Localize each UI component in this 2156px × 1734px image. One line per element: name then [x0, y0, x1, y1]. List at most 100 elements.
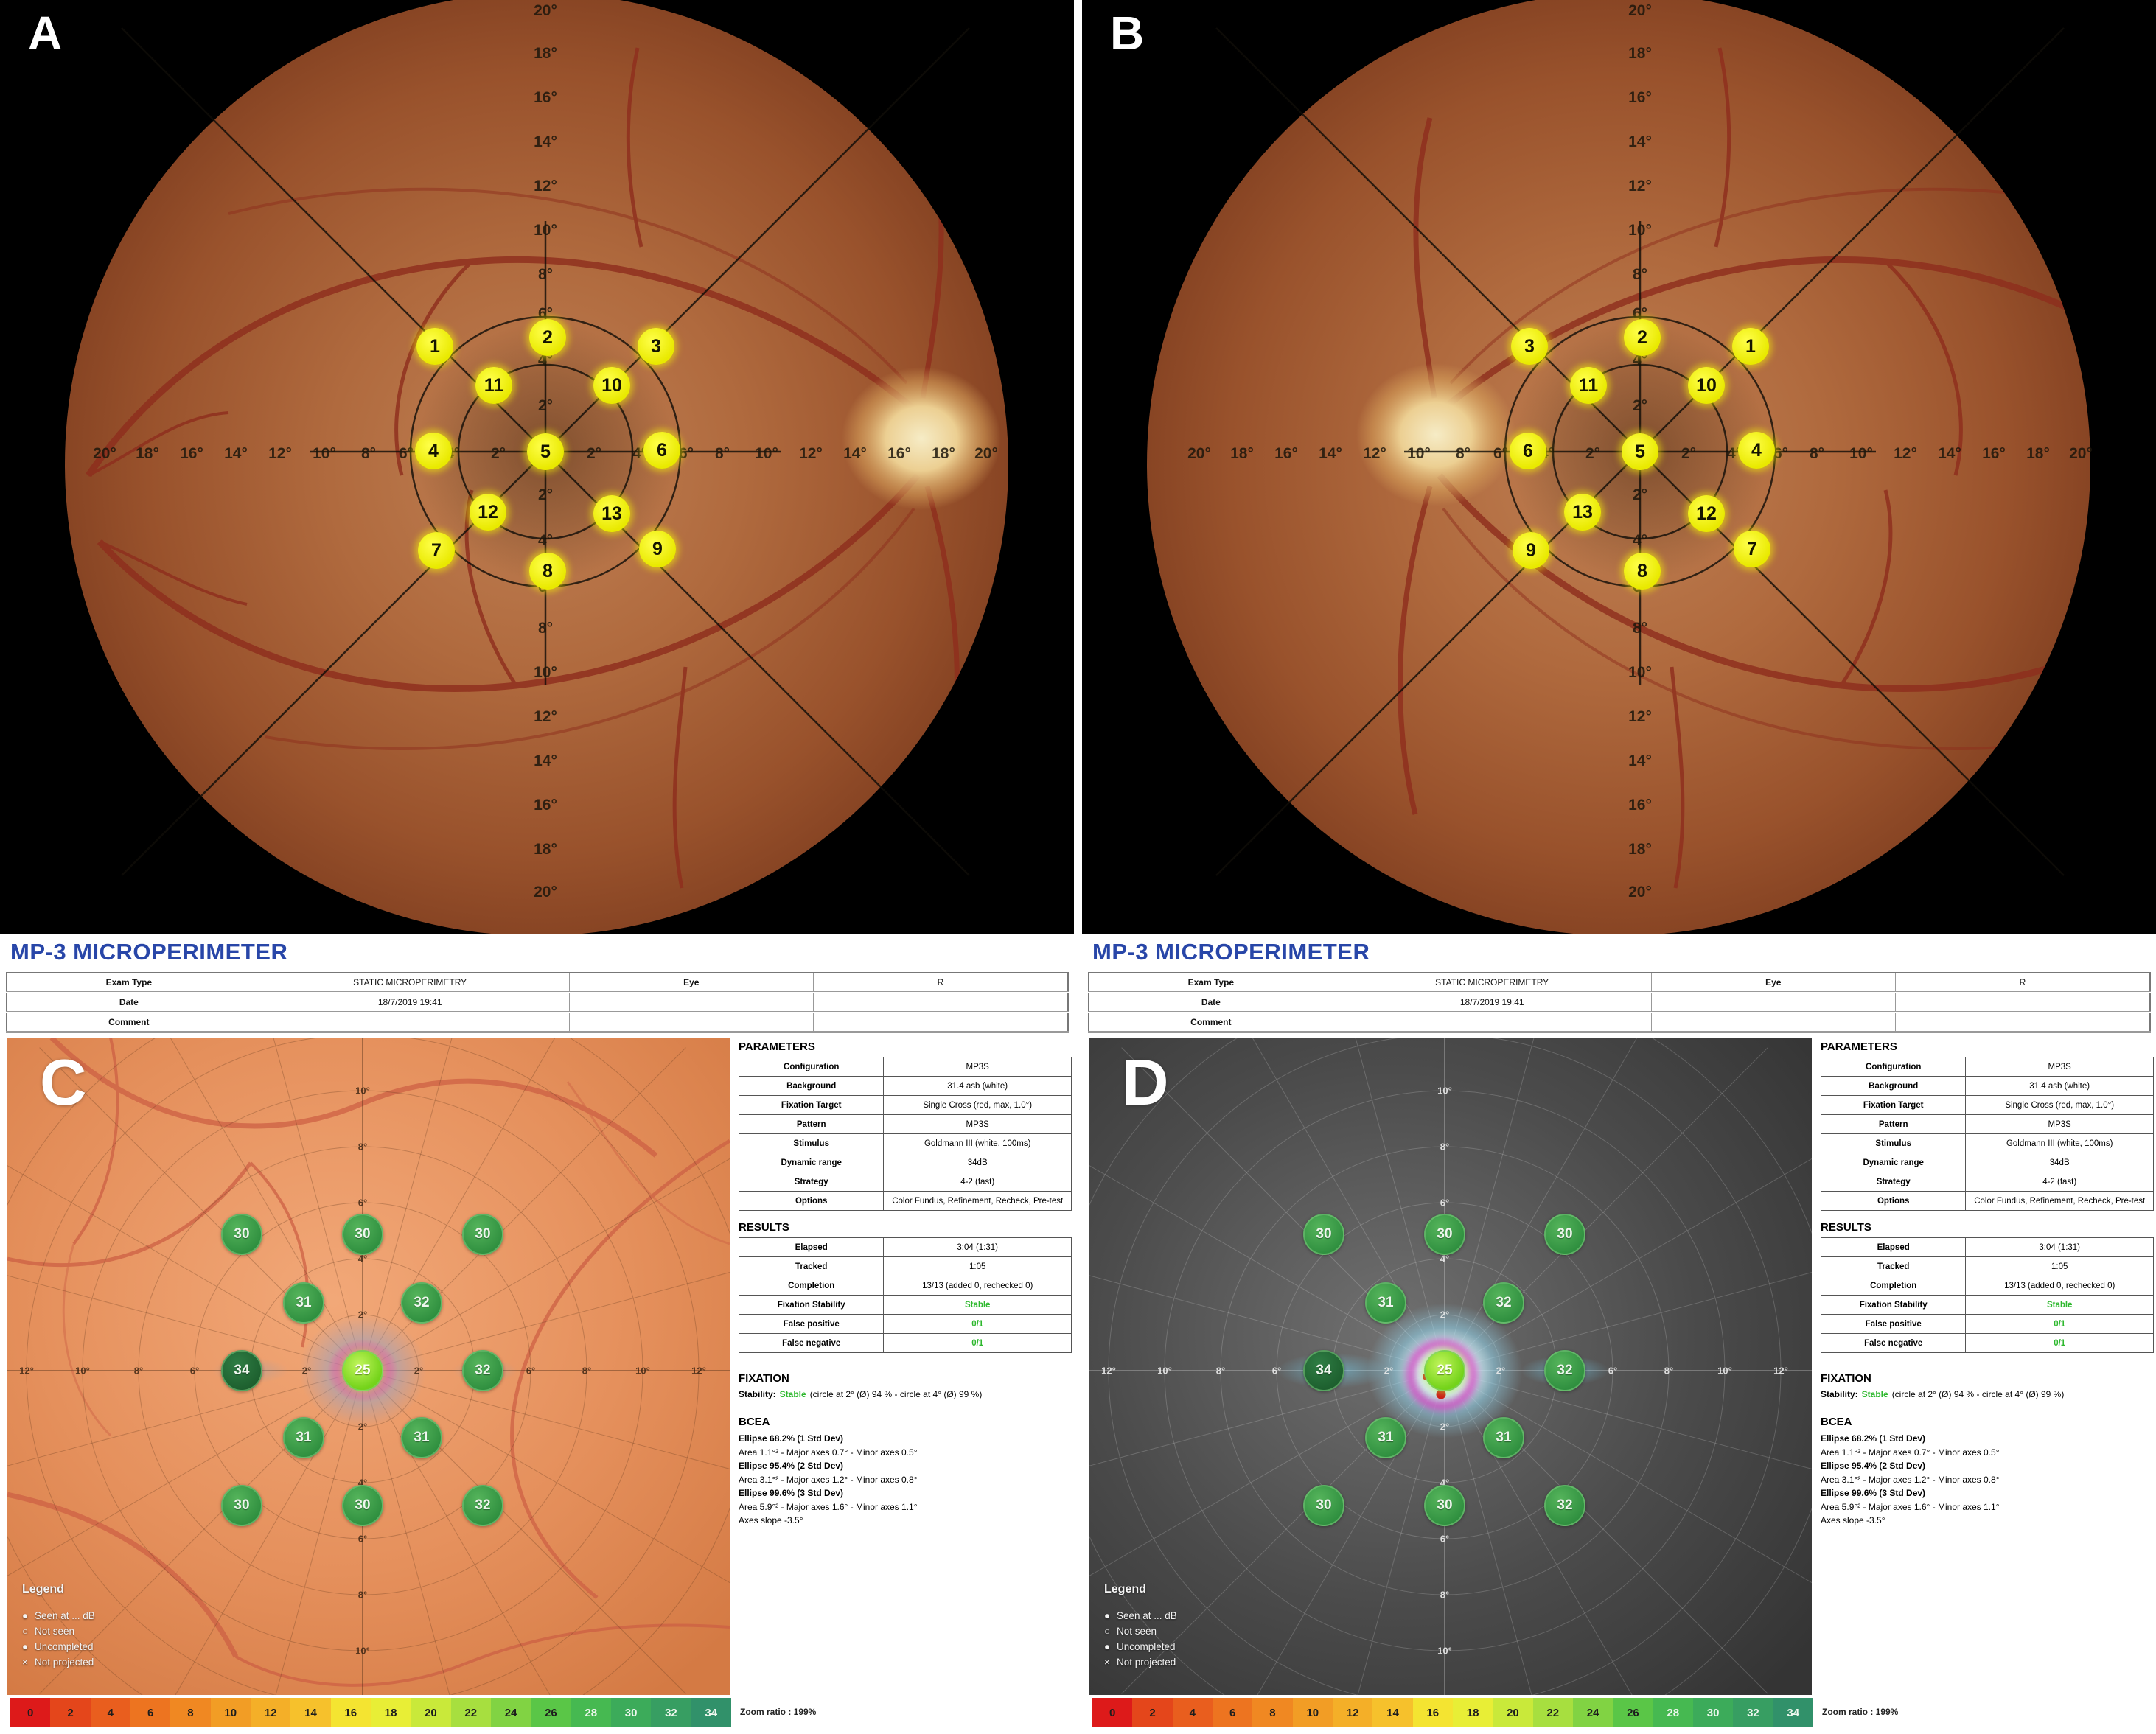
param-value: MP3S — [1965, 1114, 2154, 1134]
degree-label: 2° — [490, 445, 506, 462]
degree-label: 6° — [357, 1197, 368, 1209]
degree-label: 16° — [1982, 445, 2006, 462]
legend-label: Not seen — [1117, 1626, 1157, 1637]
scale-cell: 24 — [490, 1698, 531, 1727]
degree-label: 20° — [1628, 2, 1652, 19]
degree-label: 14° — [1319, 445, 1342, 462]
scale-cell: 26 — [531, 1698, 571, 1727]
stimulus-point: 1 — [416, 328, 453, 365]
threshold-value: 30 — [234, 1497, 250, 1513]
degree-label: 4° — [1632, 532, 1648, 549]
degree-label: 8° — [537, 266, 554, 283]
legend-marker: ○ — [1104, 1626, 1111, 1637]
degree-label: 2° — [357, 1421, 368, 1433]
scale-cell: 34 — [691, 1698, 731, 1727]
legend: Legend●Seen at ... dB○Not seen●Uncomplet… — [22, 1583, 95, 1670]
stimulus-point: 3 — [638, 328, 674, 365]
degree-label: 12° — [1628, 708, 1652, 725]
stimulus-point: 7 — [418, 532, 455, 569]
scale-cell: 22 — [450, 1698, 491, 1727]
degree-label: 8° — [1809, 445, 1825, 462]
degree-label: 10° — [1849, 445, 1873, 462]
stimulus-point: 5 — [1622, 433, 1658, 470]
scale-cell: 2 — [50, 1698, 91, 1727]
param-value: Color Fundus, Refinement, Recheck, Pre-t… — [1965, 1191, 2154, 1211]
degree-label: 2° — [414, 1365, 424, 1377]
degree-label: 14° — [843, 445, 867, 462]
result-label: Tracked — [738, 1256, 885, 1276]
param-label: Configuration — [1820, 1057, 1967, 1077]
param-label: Options — [1820, 1191, 1967, 1211]
degree-label: 10° — [1437, 1645, 1452, 1657]
scale-cell: 34 — [1773, 1698, 1813, 1727]
param-value: Goldmann III (white, 100ms) — [1965, 1133, 2154, 1153]
threshold-point: 31 — [1483, 1417, 1524, 1458]
scale-cell: 18 — [1452, 1698, 1493, 1727]
fixation-title: FIXATION — [739, 1372, 789, 1385]
threshold-value: 32 — [1496, 1295, 1512, 1310]
fixation-stability-label: Stability: — [1821, 1389, 1858, 1399]
degree-label: 2° — [1632, 486, 1648, 503]
degree-label: 2° — [1632, 397, 1648, 414]
stimulus-point: 13 — [1564, 494, 1601, 531]
degree-label: 14° — [534, 133, 557, 150]
threshold-point: 30 — [221, 1214, 262, 1255]
degree-label: 2° — [1585, 445, 1601, 462]
fixation-stability-value: Stable — [1861, 1389, 1888, 1399]
threshold-value: 30 — [475, 1226, 491, 1242]
degree-label: 12° — [1363, 445, 1386, 462]
date-value: 18/7/2019 19:41 — [1332, 992, 1652, 1013]
legend-label: Seen at ... dB — [35, 1610, 95, 1621]
exam-type-label: Exam Type — [1088, 972, 1333, 993]
threshold-value: 31 — [1378, 1295, 1394, 1310]
degree-label: 6° — [526, 1365, 536, 1377]
scale-cell: 6 — [1212, 1698, 1253, 1727]
param-label: Stimulus — [1820, 1133, 1967, 1153]
degree-label: 6° — [189, 1365, 200, 1377]
microperimetry-map-infrared: D Legend●Seen at ... dB○Not seen●Uncompl… — [1089, 1038, 1812, 1695]
degree-label: 20° — [1187, 445, 1211, 462]
param-label: Strategy — [738, 1172, 885, 1192]
bcea-title: BCEA — [739, 1416, 770, 1428]
result-label: Elapsed — [1820, 1237, 1967, 1257]
stimulus-point: 11 — [475, 367, 512, 404]
degree-label: 10° — [355, 1085, 370, 1097]
threshold-point: 32 — [1544, 1485, 1585, 1526]
degree-label: 10° — [1157, 1365, 1172, 1377]
degree-label: 6° — [398, 445, 414, 462]
bcea-line: Ellipse 95.4% (2 Std Dev) — [1821, 1461, 1926, 1471]
threshold-value: 32 — [475, 1363, 491, 1378]
parameters-title: PARAMETERS — [1821, 1041, 1897, 1053]
threshold-point: 31 — [401, 1417, 442, 1458]
exam-type-value: STATIC MICROPERIMETRY — [250, 972, 570, 993]
result-label: Fixation Stability — [738, 1295, 885, 1315]
degree-label: 6° — [1440, 1533, 1450, 1545]
scale-cell: 30 — [1692, 1698, 1734, 1727]
degree-label: 14° — [1938, 445, 1961, 462]
scale-cell: 4 — [90, 1698, 130, 1727]
degree-label: 8° — [1440, 1589, 1450, 1601]
degree-label: 2° — [301, 1365, 312, 1377]
bcea-line: Area 3.1°² - Major axes 1.2° - Minor axe… — [1821, 1474, 2000, 1485]
threshold-point: 30 — [462, 1214, 503, 1255]
param-label: Stimulus — [738, 1133, 885, 1153]
degree-label: 2° — [537, 486, 554, 503]
degree-label: 6° — [537, 305, 554, 322]
degree-label: 14° — [534, 752, 557, 769]
param-label: Pattern — [738, 1114, 885, 1134]
scale-cell: 0 — [10, 1698, 51, 1727]
stimulus-point: 4 — [415, 433, 452, 469]
panel-a-fundus: A 2°2°2°2°4°4°4°4°6°6°6°6°8°8°8°8°10°10°… — [0, 0, 1074, 934]
result-label: Fixation Stability — [1820, 1295, 1967, 1315]
degree-label: 6° — [678, 445, 694, 462]
degree-label: 10° — [313, 445, 336, 462]
param-value: MP3S — [1965, 1057, 2154, 1077]
